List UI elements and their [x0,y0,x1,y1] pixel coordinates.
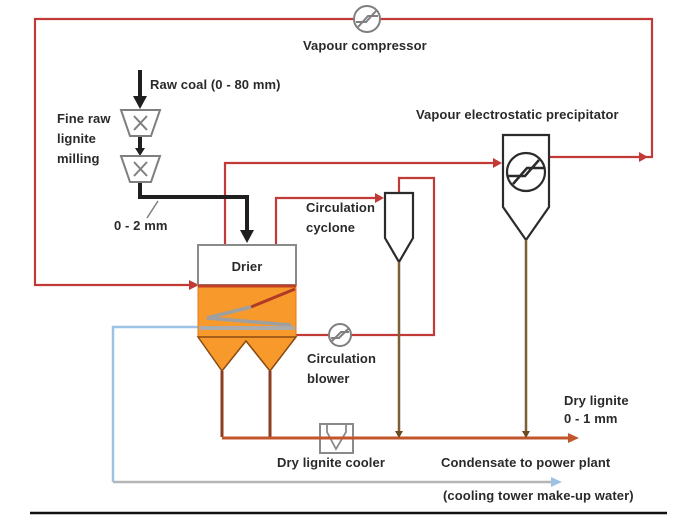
compressor-loop-pipe [33,17,354,287]
mill-icon-lower [119,155,162,183]
raw-coal-feed-label: Raw coal (0 - 80 mm) [150,77,281,92]
condensate-arrow [551,477,562,487]
size-leader-line [146,200,159,219]
cyclone-to-blower-pipe [296,176,436,337]
dry-lignite-cooler-label: Dry lignite cooler [277,455,385,470]
vapour-compressor-label: Vapour compressor [303,38,427,53]
milling-label: Fine raw lignite milling [57,111,111,166]
circulation-blower-label: Circulation blower [307,351,376,386]
cooler-coil-icon [326,425,347,451]
mill-icons [119,109,162,219]
arrow-into-cyclone [375,193,384,203]
dry-lignite-out-label: Dry lignite 0 - 1 mm [564,393,629,426]
condensate-out-label: Condensate to power plant [441,455,611,470]
esp-rotor-icon [505,151,547,193]
raw-coal-pipes [138,70,249,231]
solids-pipes [397,240,528,436]
vapour-pipes [33,17,654,337]
esp-to-compressor-pipe [380,17,654,159]
solids-junction-arrows [395,431,530,438]
compressor-icon [353,5,381,33]
hopper-discharge-pipes [220,371,272,437]
circulation-cyclone-label: Circulation cyclone [306,200,375,235]
circulation-cyclone-vessel [383,191,415,265]
esp-vessel [501,133,551,242]
milled-size-label: 0 - 2 mm [114,218,168,233]
heat-exchanger-coil-gray [206,305,292,327]
distributor-plate [199,326,295,330]
heat-exchanger-coil-red [250,287,296,309]
arrow-into-esp [493,158,502,168]
condensate-note-label: (cooling tower make-up water) [443,488,634,503]
drier-to-cyclone-pipe [274,196,377,245]
arrow-to-compressor-riser [639,152,648,162]
blower-icon [328,323,352,347]
drier-hoppers [196,336,298,373]
drier-vessel [196,244,298,373]
drier-label: Drier [231,259,263,274]
cooling-water-pipe [111,325,198,482]
vapour-arrows [189,152,648,290]
raw-coal-arrows [133,96,254,243]
mill-icon-upper [119,109,162,137]
arrow-into-drier [189,280,199,290]
vapour-esp-label: Vapour electrostatic precipitator [416,107,619,122]
drier-to-esp-pipe [223,161,495,245]
dry-lignite-arrow [568,433,579,443]
